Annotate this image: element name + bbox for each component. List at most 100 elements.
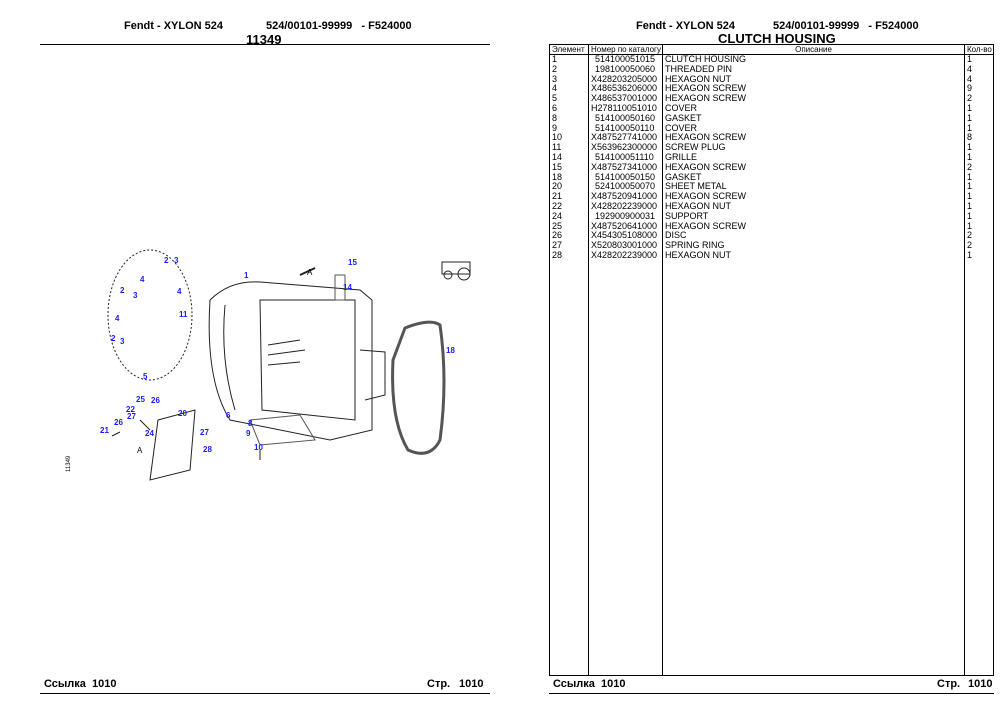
item-number: 9 — [549, 123, 589, 134]
callout-label: 8 — [248, 419, 253, 428]
description: HEXAGON SCREW — [662, 221, 965, 232]
description: COVER — [662, 123, 965, 134]
table-filler — [549, 260, 994, 676]
quantity: 1 — [964, 192, 994, 202]
left-header-model: Fendt - XYLON 524 — [124, 20, 224, 32]
description: HEXAGON SCREW — [662, 133, 965, 144]
callout-label: 4 — [140, 275, 145, 284]
description: HEXAGON SCREW — [662, 84, 965, 95]
description: SUPPORT — [662, 211, 965, 222]
callout-label: 20 — [178, 409, 187, 418]
quantity: 2 — [964, 162, 994, 173]
page-title: CLUTCH HOUSING — [718, 31, 836, 46]
quantity: 1 — [964, 103, 994, 114]
part-number: X487520641000 — [588, 221, 663, 232]
part-number: 524100050070 — [588, 182, 663, 193]
item-number: 22 — [549, 201, 589, 212]
callout-label: 3 — [174, 256, 179, 265]
right-header-model: Fendt - XYLON 524 — [636, 20, 736, 32]
callout-label: 2 — [120, 286, 125, 295]
callout-label: 21 — [100, 426, 109, 435]
quantity: 8 — [964, 133, 994, 144]
item-number: 28 — [549, 250, 589, 261]
part-number: X486537001000 — [588, 94, 663, 104]
col-header-description: Описание — [662, 44, 965, 55]
part-number: X428202239000 — [588, 201, 663, 212]
quantity: 1 — [964, 221, 994, 232]
header-rule — [40, 44, 490, 45]
item-number: 24 — [549, 211, 589, 222]
clutch-housing — [208, 281, 373, 441]
col-header-item: Элемент — [549, 44, 589, 55]
item-number: 1 — [549, 54, 589, 65]
description: SPRING RING — [662, 241, 965, 251]
cover-plate — [107, 249, 193, 381]
quantity: 2 — [964, 241, 994, 251]
quantity: 1 — [964, 123, 994, 134]
parts-table: Элемент Номер по каталогу Описание Кол-в… — [549, 44, 994, 676]
right-footer-page-label: Стр. — [937, 678, 961, 690]
callout-label: 28 — [203, 445, 212, 454]
sheet-metal-20 — [149, 409, 196, 481]
left-footer-ref-label: Ссылка — [44, 678, 86, 690]
quantity: 9 — [964, 84, 994, 95]
left-header-serial: 524/00101-99999 - F524000 — [266, 20, 412, 32]
description: GASKET — [662, 113, 965, 124]
callout-label: A — [307, 268, 313, 277]
description: HEXAGON NUT — [662, 74, 965, 85]
item-number: 27 — [549, 241, 589, 251]
description: CLUTCH HOUSING — [662, 54, 965, 65]
part-number: 514100051110 — [588, 152, 663, 163]
quantity: 1 — [964, 211, 994, 222]
part-number: 198100050060 — [588, 64, 663, 75]
gasket-8 — [249, 414, 316, 446]
part-number: X428203205000 — [588, 74, 663, 85]
callout-label: 4 — [177, 287, 182, 296]
part-number: 514100050150 — [588, 172, 663, 183]
part-number: X487527741000 — [588, 133, 663, 144]
item-number: 8 — [549, 113, 589, 124]
callout-label: 18 — [446, 346, 455, 355]
callout-label: 22 — [126, 405, 135, 414]
left-footer-page-value: 1010 — [459, 678, 484, 690]
quantity: 4 — [964, 74, 994, 85]
quantity: 1 — [964, 143, 994, 153]
callout-label: 2 — [111, 334, 116, 343]
part-number: X487520941000 — [588, 192, 663, 202]
description: GRILLE — [662, 152, 965, 163]
footer-rule — [40, 693, 490, 694]
callout-label: 25 — [136, 395, 145, 404]
item-number: 25 — [549, 221, 589, 232]
callout-label: 1 — [244, 271, 249, 280]
callout-label: 3 — [120, 337, 125, 346]
callout-label: 2 — [164, 256, 169, 265]
callout-label: 10 — [254, 443, 263, 452]
item-number: 2 — [549, 64, 589, 75]
item-number: 5 — [549, 94, 589, 104]
item-number: 26 — [549, 231, 589, 242]
part-number: X486536206000 — [588, 84, 663, 95]
callout-label: 4 — [115, 314, 120, 323]
item-number: 18 — [549, 172, 589, 183]
quantity: 1 — [964, 201, 994, 212]
left-footer-page-label: Стр. — [427, 678, 451, 690]
description: THREADED PIN — [662, 64, 965, 75]
left-footer-ref-value: 1010 — [92, 678, 117, 690]
callout-label: 26 — [114, 418, 123, 427]
right-footer-ref-label: Ссылка — [553, 678, 595, 690]
item-number: 21 — [549, 192, 589, 202]
footer-rule-right — [549, 693, 994, 694]
